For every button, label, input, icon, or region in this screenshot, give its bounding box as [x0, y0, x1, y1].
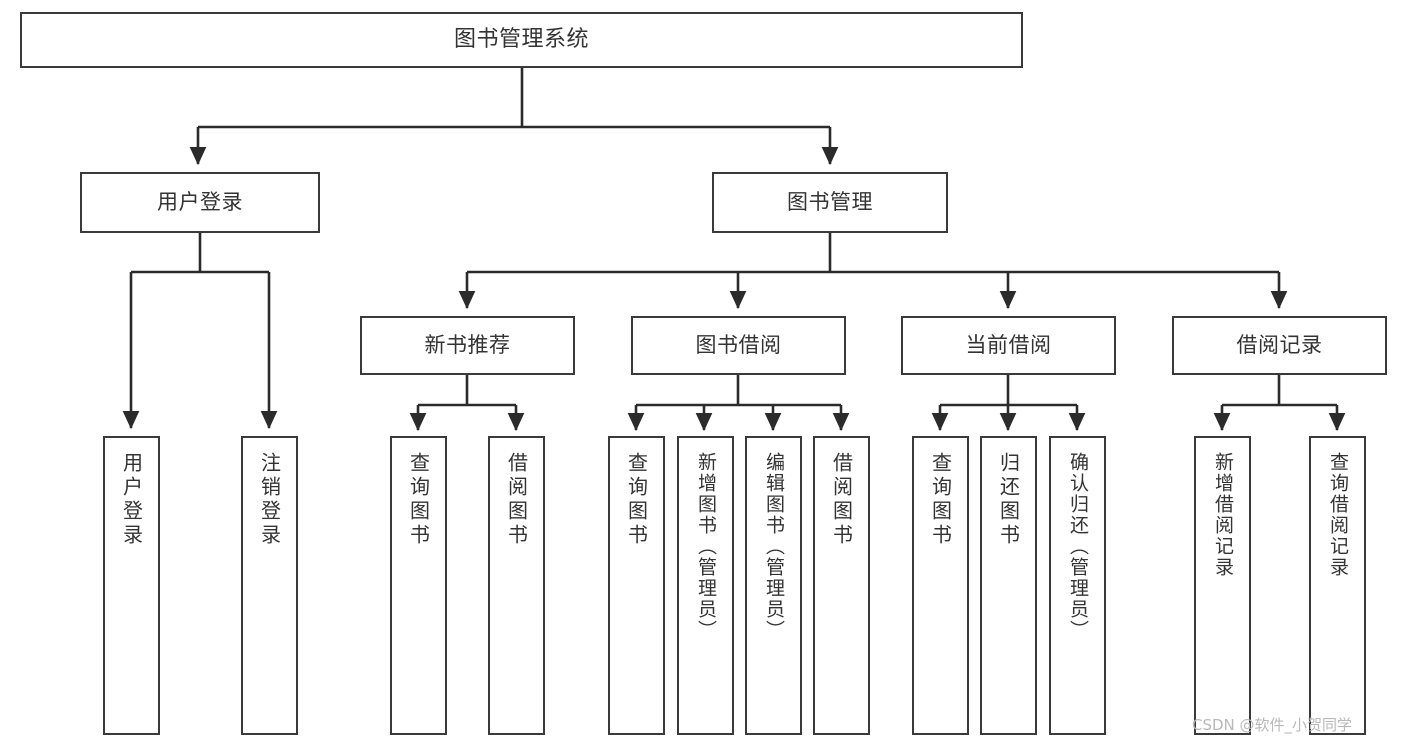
node-leaf-query-borrow-record[interactable]: 查询借阅记录	[1309, 436, 1366, 735]
node-new-book-recommend[interactable]: 新书推荐	[360, 316, 575, 375]
node-label: 借阅图书	[504, 452, 529, 548]
node-label: 查询借阅记录	[1327, 452, 1349, 578]
node-leaf-return-book[interactable]: 归还图书	[980, 436, 1037, 735]
node-leaf-query-book-current[interactable]: 查询图书	[912, 436, 969, 735]
node-leaf-query-book-recommend[interactable]: 查询图书	[390, 436, 447, 735]
node-leaf-confirm-return-admin[interactable]: 确认归还（管理员）	[1049, 436, 1106, 735]
node-leaf-add-book-admin[interactable]: 新增图书（管理员）	[677, 436, 734, 735]
node-label: 查询图书	[406, 452, 431, 548]
node-label: 注销登录	[257, 452, 282, 548]
node-label: 归还图书	[996, 452, 1021, 548]
node-leaf-query-book-borrow[interactable]: 查询图书	[608, 436, 665, 735]
node-label: 查询图书	[928, 452, 953, 548]
node-label: 编辑图书（管理员）	[763, 452, 785, 641]
node-book-management[interactable]: 图书管理	[712, 172, 948, 233]
node-leaf-add-borrow-record[interactable]: 新增借阅记录	[1194, 436, 1251, 735]
node-label: 当前借阅	[965, 333, 1052, 358]
node-borrow-record[interactable]: 借阅记录	[1172, 316, 1387, 375]
node-leaf-user-login[interactable]: 用户登录	[103, 436, 160, 735]
node-current-borrow[interactable]: 当前借阅	[901, 316, 1116, 375]
node-label: 用户登录	[119, 452, 144, 548]
node-leaf-borrow-book[interactable]: 借阅图书	[813, 436, 870, 735]
node-label: 图书管理系统	[453, 26, 589, 52]
node-label: 查询图书	[624, 452, 649, 548]
node-label: 图书管理	[787, 190, 873, 215]
node-label: 借阅记录	[1236, 333, 1323, 358]
node-label: 新增借阅记录	[1212, 452, 1234, 578]
node-leaf-edit-book-admin[interactable]: 编辑图书（管理员）	[745, 436, 802, 735]
node-leaf-logout[interactable]: 注销登录	[241, 436, 298, 735]
csdn-watermark: CSDN @软件_小贺同学	[1192, 716, 1353, 734]
node-leaf-borrow-book-recommend[interactable]: 借阅图书	[488, 436, 545, 735]
node-user-login[interactable]: 用户登录	[80, 172, 320, 233]
node-book-borrow[interactable]: 图书借阅	[631, 316, 846, 375]
node-label: 新增图书（管理员）	[695, 452, 717, 641]
node-label: 用户登录	[157, 190, 243, 215]
node-label: 新书推荐	[424, 333, 511, 358]
node-root-library-system[interactable]: 图书管理系统	[20, 12, 1023, 68]
node-label: 图书借阅	[695, 333, 782, 358]
node-label: 借阅图书	[829, 452, 854, 548]
node-label: 确认归还（管理员）	[1067, 452, 1089, 641]
